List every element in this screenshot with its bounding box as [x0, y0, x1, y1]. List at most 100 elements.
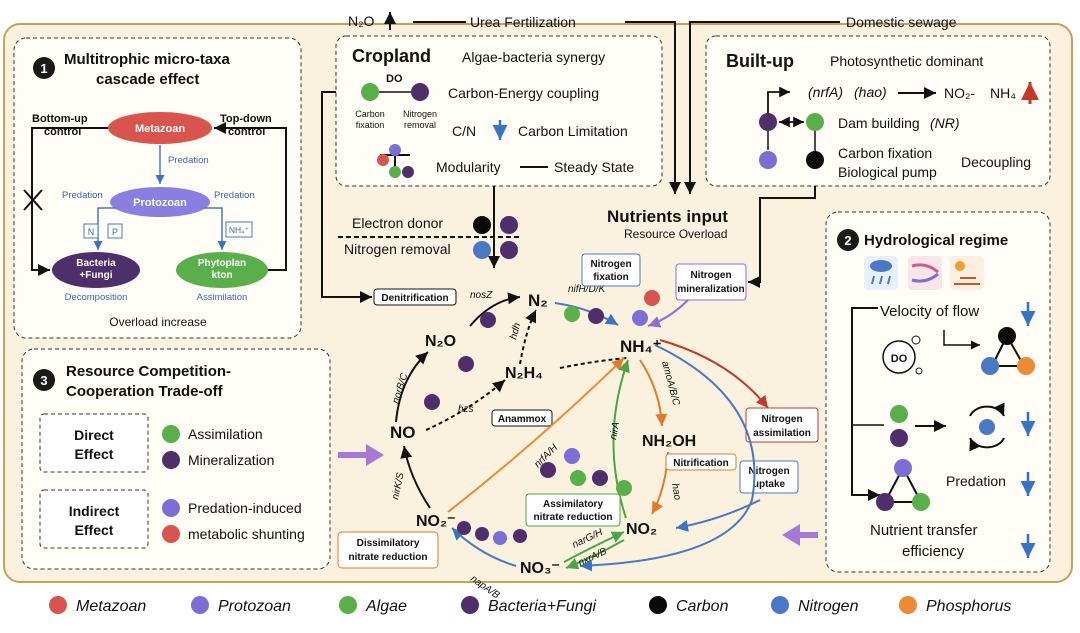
electron-donor-label: Electron donor: [352, 215, 443, 231]
carbon-dot-2: [473, 216, 491, 234]
dot-a: [480, 312, 496, 328]
pred-algae: [912, 493, 930, 511]
nitrogen-removal-label: Nitrogen: [403, 109, 437, 119]
nitrogen-fixation-box: [581, 253, 641, 287]
panel-3-badge: [33, 369, 55, 391]
nitrogen-min-box: [675, 263, 747, 301]
nosz-label: nosZ: [470, 290, 493, 301]
direct-box: [39, 413, 149, 473]
dam-label: Dam building: [838, 115, 920, 131]
panel-1-badge: [33, 57, 55, 79]
dot-k: [616, 480, 632, 496]
metazoan-node: [108, 112, 212, 144]
nirks-arrow: [400, 445, 431, 509]
nif-arrow: [554, 302, 619, 326]
cn-label: C/N: [452, 123, 476, 139]
do-bubble-label: DO: [891, 353, 908, 365]
nh4-box: [225, 221, 253, 238]
metazoan-dot: [377, 154, 389, 166]
bacteria-node: [52, 252, 140, 288]
norbc-arrow: [395, 351, 429, 423]
p-box-label: P: [112, 227, 118, 237]
hydro-main-line: [851, 307, 880, 501]
bacteria-dot-5: [500, 241, 518, 259]
napab-arrow: [451, 527, 517, 567]
assimilation-label: Assimilation: [197, 292, 248, 303]
dot-g: [424, 394, 440, 410]
nitrogen-fixation-label-2: fixation: [593, 272, 629, 283]
legend-label-0: Metazoan: [76, 598, 146, 615]
panel-3-title: Resource Competition-: [66, 363, 231, 380]
legend-swatch-3: [461, 596, 479, 614]
bacteria-dot-2: [402, 166, 414, 178]
algae-dot: [361, 83, 379, 101]
no2-left-node: NO₂⁻: [416, 513, 456, 530]
cropland-title: Cropland: [352, 46, 431, 66]
mineralization-arrow: [647, 299, 689, 328]
hdh-label: hdh: [508, 321, 523, 340]
cropland-synergy: Algae-bacteria synergy: [462, 49, 605, 65]
nitrogen-min-label: Nitrogen: [690, 270, 731, 281]
dot-e: [632, 310, 648, 326]
amo-arrow: [639, 359, 668, 427]
panel-2-title: Hydrological regime: [864, 232, 1008, 249]
panel-builtup: [705, 35, 1051, 187]
predation-label-1: Predation: [168, 155, 209, 166]
bottom-up-label: Bottom-up: [32, 113, 88, 125]
n2h4-node: N₂H₄: [505, 365, 543, 382]
bacteria-label: Bacteria: [76, 258, 116, 269]
indirect-label: Indirect: [69, 503, 120, 519]
svg-text:2: 2: [844, 233, 851, 248]
panel-cropland: [335, 35, 663, 187]
hzs-arrow: [425, 379, 506, 431]
dissim-box: [337, 531, 439, 569]
urea-label: Urea Fertilization: [470, 14, 576, 30]
cross-mark: [23, 189, 43, 211]
n2-node: N₂: [528, 291, 548, 310]
builtup-bracket: [767, 86, 790, 122]
indirect-box: [39, 489, 149, 549]
sewage-label: Domestic sewage: [846, 14, 957, 30]
panel-hydro: [825, 211, 1051, 573]
nitrogen-uptake-label: Nitrogen: [748, 466, 789, 477]
legend-swatch-1: [191, 596, 209, 614]
legend-label-2: Algae: [365, 598, 407, 615]
nh4-node: NH₄⁺: [620, 337, 662, 356]
nitrogen-removal-center: Nitrogen removal: [344, 241, 451, 257]
dot-j: [570, 470, 586, 486]
no-node: NO: [390, 423, 416, 442]
legend-label-3: Bacteria+Fungi: [488, 598, 597, 615]
predation-arrow-3: [204, 207, 227, 250]
assimilation-text: Assimilation: [188, 426, 263, 442]
nitrogen-assim-arrow: [659, 339, 769, 409]
transfer-label-2: efficiency: [902, 543, 965, 560]
metazoan-label: Metazoan: [135, 123, 185, 135]
direct-label: Direct: [74, 427, 114, 443]
panel3-arrow-head: [366, 444, 384, 466]
panel-3-title-2: Cooperation Trade-off: [66, 383, 224, 400]
panel-1-title: Multitrophic micro-taxa: [64, 51, 231, 68]
sewage-arrow: [684, 21, 840, 194]
nrfa-label: (nrfA): [808, 84, 843, 100]
dot-d: [588, 308, 604, 324]
nitrogen-assim-label: Nitrogen: [761, 414, 802, 425]
builtup-mineralization-arrow: [748, 186, 816, 288]
carbon-fixation-builtup: Carbon fixation: [838, 145, 932, 161]
cycle-nitrogen-dot: [979, 419, 995, 435]
hydro-bacteria-dot: [890, 429, 908, 447]
nitrogen-removal-label-2: removal: [404, 120, 436, 130]
metabolic-text: metabolic shunting: [188, 526, 305, 542]
triangle-carbon: [998, 327, 1016, 345]
protozoan-node: [110, 187, 210, 217]
decomposition-label: Decomposition: [65, 292, 128, 303]
dot-b: [644, 290, 660, 306]
nh4-box-label: NH₄⁺: [229, 225, 250, 235]
nif-label: nifH/D/K: [568, 284, 607, 295]
panel-1-title-2: cascade effect: [96, 71, 199, 88]
nosz-arrow: [469, 292, 521, 327]
dissim-label-2: nitrate reduction: [349, 552, 428, 563]
svg-text:1: 1: [40, 61, 47, 76]
carbon-dot: [806, 151, 824, 169]
hao-label: (hao): [854, 84, 887, 100]
